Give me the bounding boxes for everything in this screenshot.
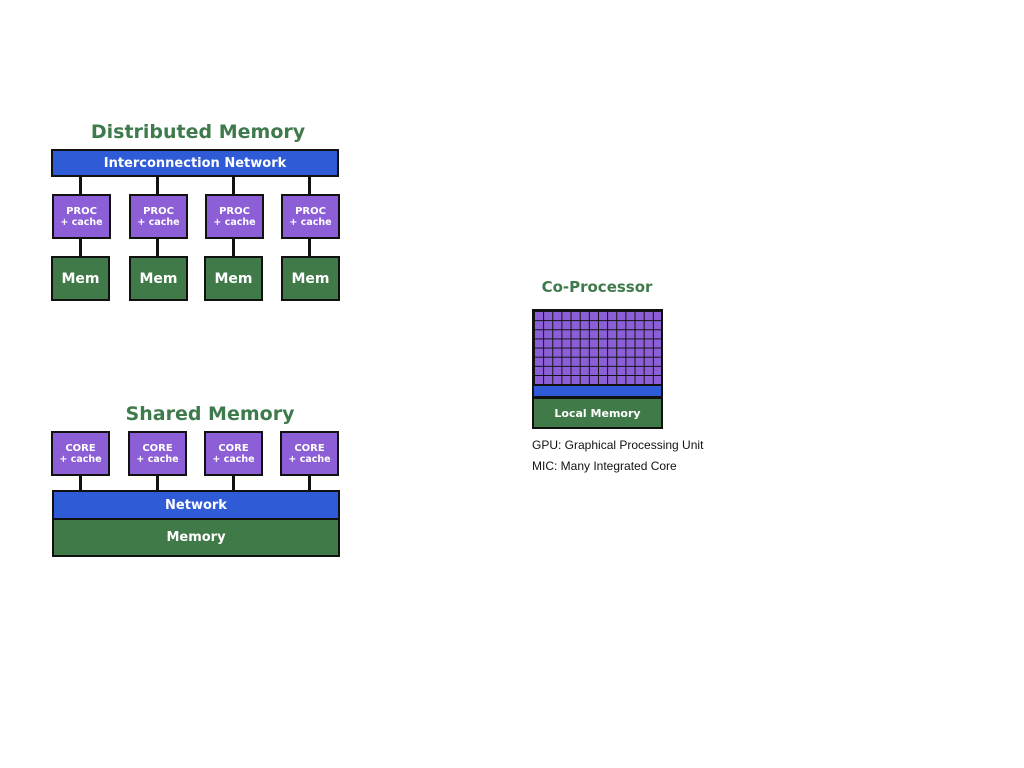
mem-node-3: Mem	[204, 256, 263, 301]
cache-label: + cache	[59, 453, 102, 465]
core-node-4: CORE + cache	[280, 431, 339, 476]
cache-label: + cache	[136, 453, 179, 465]
link-core-network-1	[79, 476, 82, 491]
mic-caption: MIC: Many Integrated Core	[532, 459, 677, 473]
link-network-proc-2	[156, 177, 159, 194]
mem-node-2: Mem	[129, 256, 188, 301]
cache-label: + cache	[60, 216, 103, 228]
cache-label: + cache	[213, 216, 256, 228]
mem-node-1: Mem	[51, 256, 110, 301]
link-core-network-3	[232, 476, 235, 491]
gpu-caption: GPU: Graphical Processing Unit	[532, 438, 704, 452]
cache-label: + cache	[212, 453, 255, 465]
link-network-proc-1	[79, 177, 82, 194]
proc-node-1: PROC + cache	[52, 194, 111, 239]
link-proc-mem-2	[156, 239, 159, 256]
proc-label: PROC	[219, 205, 250, 217]
distributed-memory-title: Distributed Memory	[90, 121, 306, 143]
proc-node-3: PROC + cache	[205, 194, 264, 239]
core-node-3: CORE + cache	[204, 431, 263, 476]
cache-label: + cache	[288, 453, 331, 465]
link-network-proc-3	[232, 177, 235, 194]
shared-memory-block: Memory	[52, 518, 340, 557]
coprocessor-network-strip	[532, 384, 663, 398]
core-label: CORE	[142, 442, 173, 454]
link-core-network-4	[308, 476, 311, 491]
link-proc-mem-1	[79, 239, 82, 256]
shared-memory-title: Shared Memory	[125, 403, 295, 425]
link-proc-mem-4	[308, 239, 311, 256]
core-node-2: CORE + cache	[128, 431, 187, 476]
mem-node-4: Mem	[281, 256, 340, 301]
coprocessor-title: Co-Processor	[541, 278, 653, 296]
core-label: CORE	[65, 442, 96, 454]
proc-node-2: PROC + cache	[129, 194, 188, 239]
cache-label: + cache	[137, 216, 180, 228]
shared-network-bar: Network	[52, 490, 340, 520]
local-memory-block: Local Memory	[532, 397, 663, 429]
link-network-proc-4	[308, 177, 311, 194]
core-node-1: CORE + cache	[51, 431, 110, 476]
link-core-network-2	[156, 476, 159, 491]
core-label: CORE	[218, 442, 249, 454]
cache-label: + cache	[289, 216, 332, 228]
proc-label: PROC	[66, 205, 97, 217]
proc-label: PROC	[295, 205, 326, 217]
interconnection-network-bar: Interconnection Network	[51, 149, 339, 177]
link-proc-mem-3	[232, 239, 235, 256]
core-label: CORE	[294, 442, 325, 454]
proc-label: PROC	[143, 205, 174, 217]
coprocessor-core-grid	[532, 309, 663, 386]
proc-node-4: PROC + cache	[281, 194, 340, 239]
